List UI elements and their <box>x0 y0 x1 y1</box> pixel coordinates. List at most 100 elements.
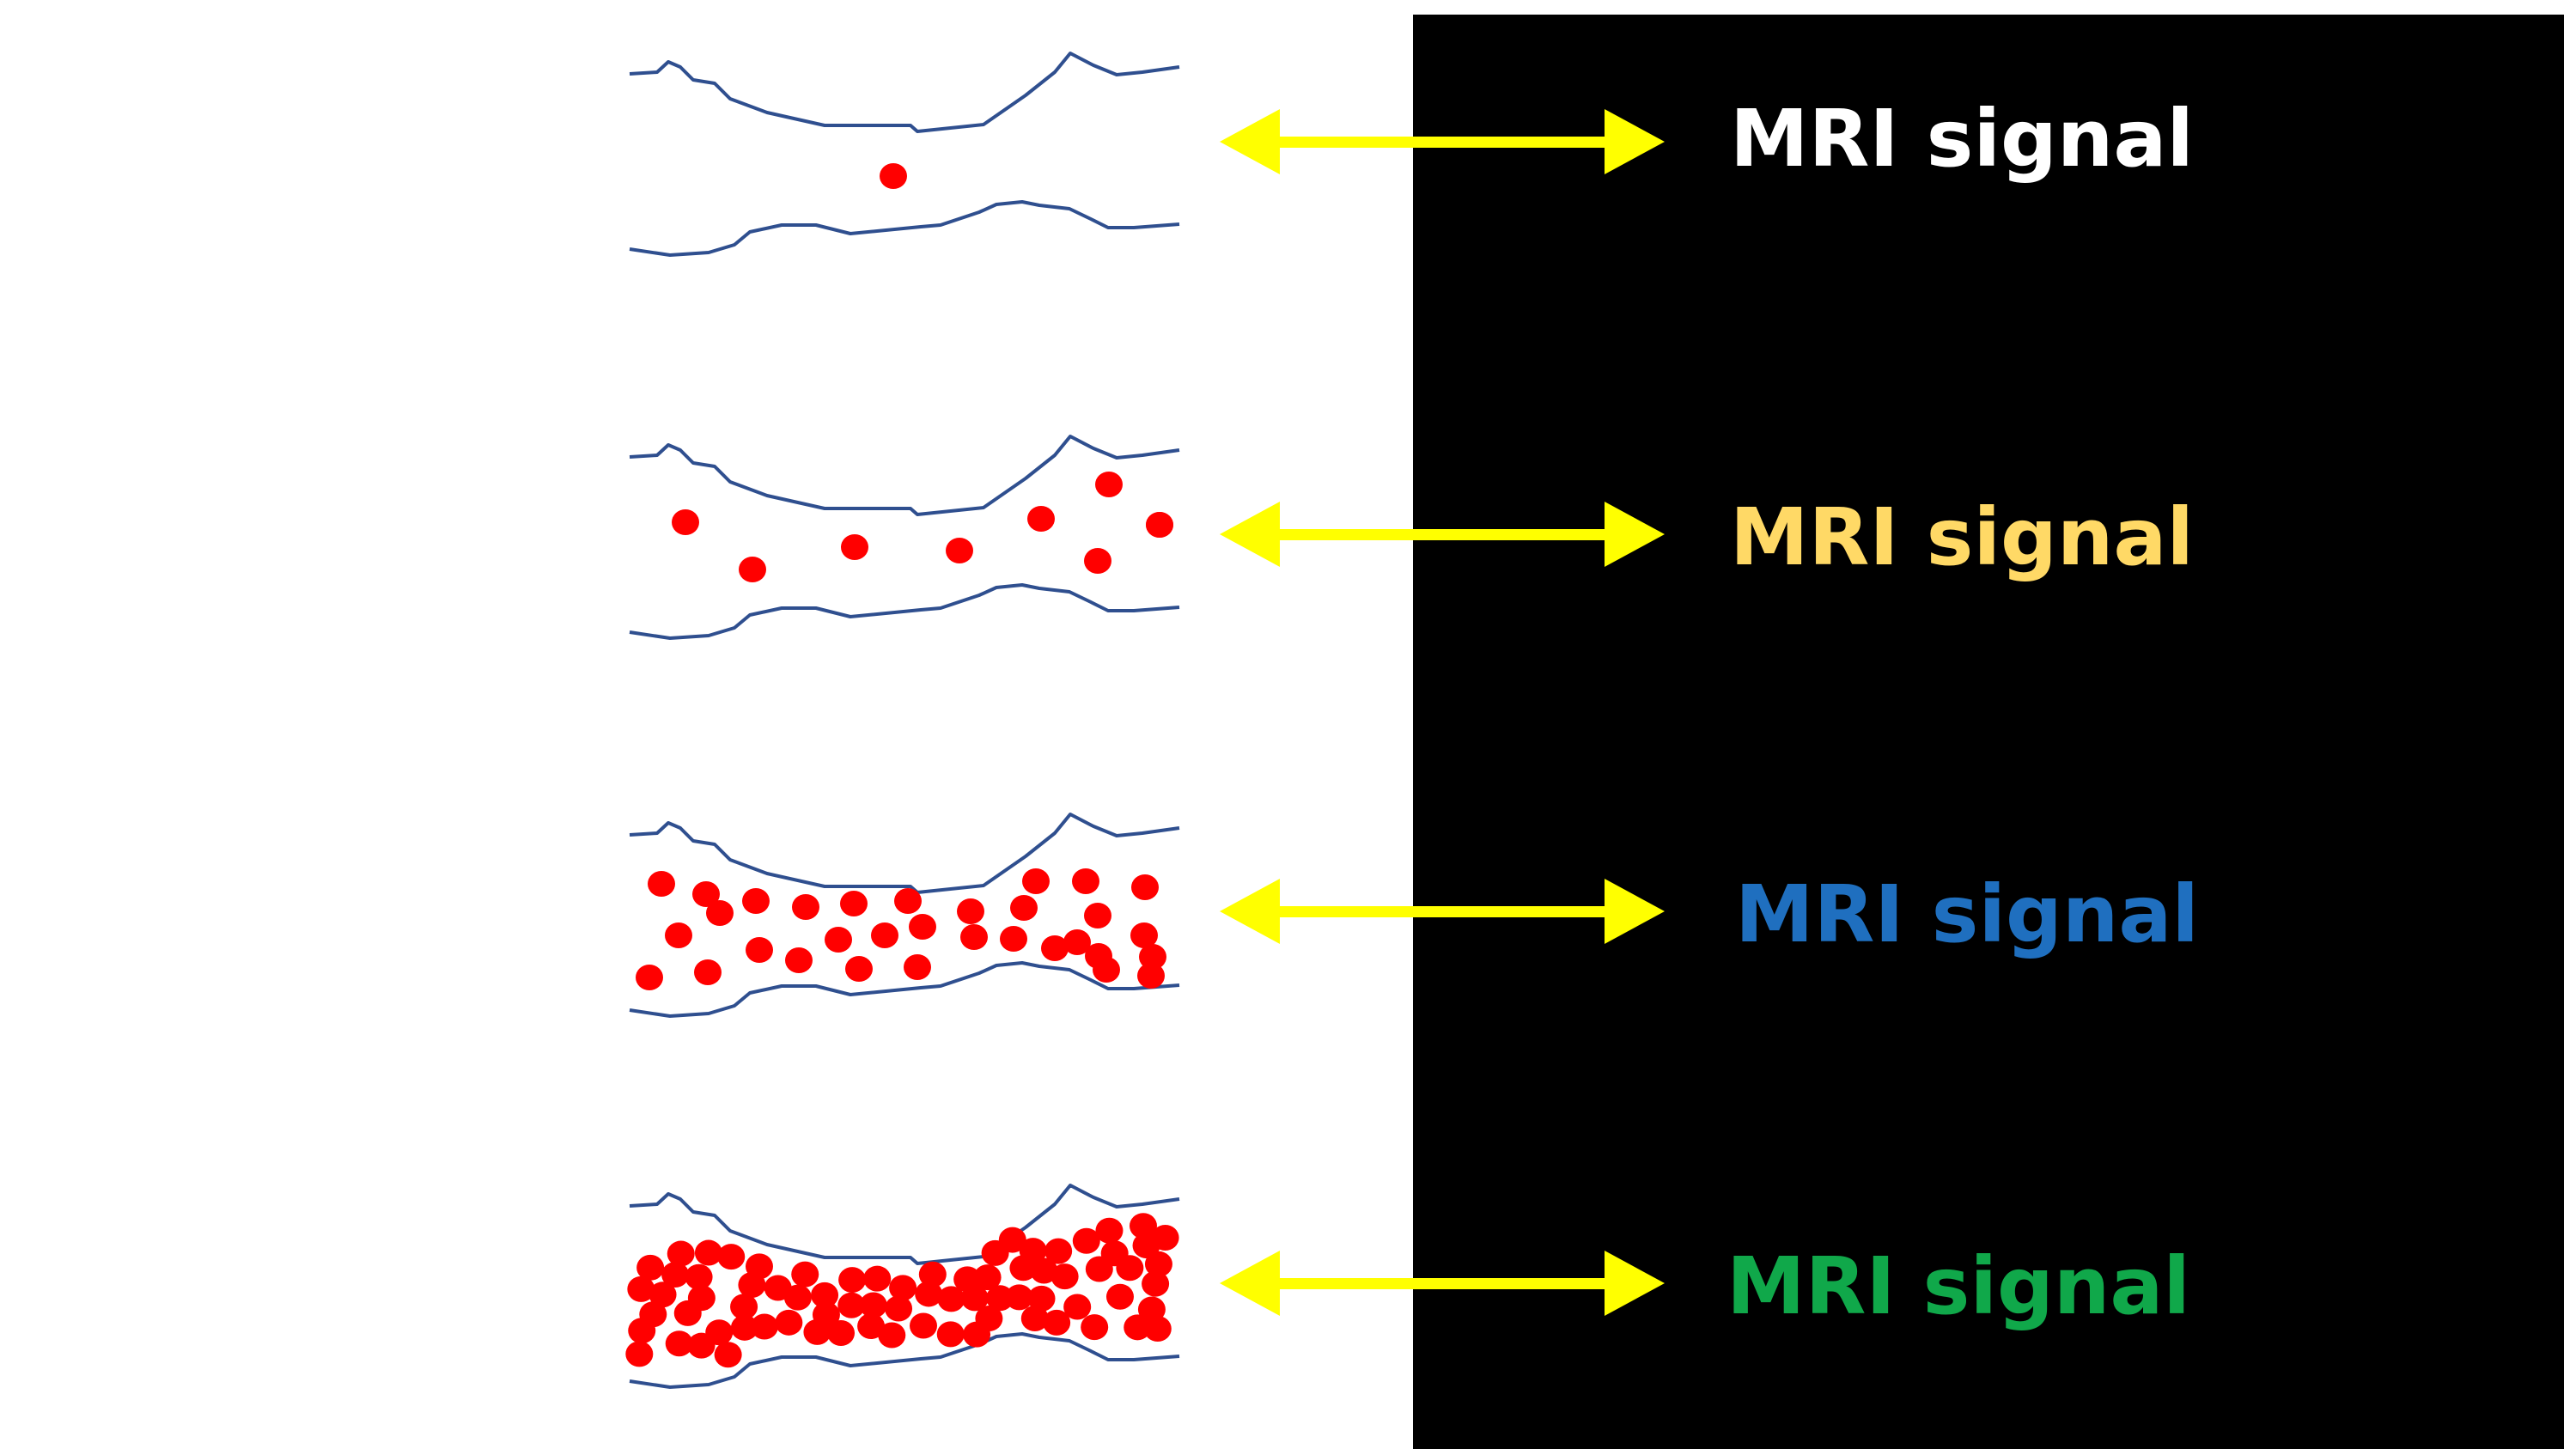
red-particle <box>1130 922 1158 948</box>
red-particle <box>1020 1305 1049 1331</box>
arrow-head-right <box>1605 502 1665 567</box>
red-particle <box>1146 512 1173 538</box>
red-particle <box>1084 548 1111 574</box>
red-particle <box>692 881 720 907</box>
red-particle <box>783 1284 812 1311</box>
red-particle <box>1085 1256 1113 1282</box>
red-particle <box>1050 1263 1079 1290</box>
arrow-shaft <box>1270 529 1623 540</box>
red-particle <box>1105 1283 1134 1310</box>
red-particle <box>1116 1255 1144 1282</box>
red-particle <box>963 1321 991 1348</box>
red-particle <box>687 1332 716 1359</box>
vessel-top-wall <box>629 1184 1180 1265</box>
red-particle <box>863 1265 892 1292</box>
red-particle <box>791 1261 819 1288</box>
red-particle <box>739 557 766 582</box>
red-particle <box>785 947 813 973</box>
red-particle <box>918 1261 947 1288</box>
arrow-head-left <box>1220 879 1280 944</box>
red-particle <box>750 1313 778 1340</box>
red-particle <box>665 922 692 948</box>
vessel-top-wall <box>629 435 1180 516</box>
red-particle <box>648 871 675 897</box>
red-particle <box>1137 963 1165 989</box>
red-particle <box>859 1292 887 1318</box>
red-particle <box>649 1282 677 1308</box>
red-particle <box>1063 1294 1092 1320</box>
arrow-head-left <box>1220 1251 1280 1316</box>
vessel-bottom-wall <box>629 961 1180 1018</box>
arrow-shaft <box>1270 1278 1623 1289</box>
red-particle <box>1022 868 1050 894</box>
particle-group <box>636 868 1166 990</box>
red-particle <box>915 1281 943 1307</box>
red-particle <box>973 1264 1002 1291</box>
red-particle <box>1131 874 1159 900</box>
particle-group <box>625 1213 1179 1368</box>
row-2: MRI signal <box>629 813 2199 1018</box>
red-particle <box>845 956 873 982</box>
red-particle <box>857 1313 886 1340</box>
red-particle <box>706 900 734 926</box>
red-particle <box>667 1240 695 1267</box>
particle-group <box>880 163 907 189</box>
particle-group <box>672 472 1173 582</box>
red-particle <box>986 1285 1014 1312</box>
vessel-top-wall <box>629 52 1180 133</box>
mri-signal-label: MRI signal <box>1735 868 2199 960</box>
arrow-head-left <box>1220 109 1280 174</box>
red-particle <box>885 1295 913 1322</box>
red-particle <box>636 965 663 990</box>
red-particle <box>957 898 984 924</box>
vessel-bottom-wall <box>629 583 1180 640</box>
red-particle <box>1027 1285 1056 1312</box>
red-particle <box>937 1286 965 1312</box>
red-particle <box>827 1320 856 1347</box>
arrow-head-right <box>1605 1251 1665 1316</box>
red-particle <box>1144 1251 1172 1277</box>
double-arrow <box>1220 502 1665 567</box>
red-particle <box>1124 1314 1152 1341</box>
red-particle <box>730 1314 758 1341</box>
row-0: MRI signal <box>629 52 2194 257</box>
arrow-shaft <box>1270 906 1623 917</box>
double-arrow <box>1220 879 1665 944</box>
red-particle <box>746 937 773 963</box>
red-particle <box>812 1301 840 1328</box>
arrow-head-left <box>1220 502 1280 567</box>
red-particle <box>1027 506 1055 532</box>
red-particle <box>825 927 852 953</box>
red-particle <box>661 1262 690 1288</box>
red-particle <box>878 1322 906 1349</box>
vessel-top-wall <box>629 813 1180 894</box>
red-particle <box>1081 1314 1109 1341</box>
red-particle <box>841 534 868 560</box>
red-particle <box>946 538 973 563</box>
red-particle <box>904 954 931 980</box>
red-particle <box>909 914 936 940</box>
double-arrow <box>1220 1251 1665 1316</box>
red-particle <box>1072 1227 1100 1254</box>
red-particle <box>837 1292 866 1318</box>
row-1: MRI signal <box>629 435 2194 640</box>
red-particle <box>673 1300 702 1326</box>
mri-signal-label: MRI signal <box>1726 1240 2190 1332</box>
red-particle <box>694 1239 722 1266</box>
red-particle <box>1043 1309 1071 1336</box>
red-particle <box>1000 926 1027 952</box>
red-particle <box>1009 1255 1038 1282</box>
red-particle <box>730 1294 758 1320</box>
red-particle <box>1041 935 1069 961</box>
red-particle <box>1093 957 1120 983</box>
red-particle <box>910 1312 938 1339</box>
red-particle <box>998 1227 1026 1253</box>
red-particle <box>936 1321 965 1348</box>
red-particle <box>714 1342 742 1368</box>
red-particle <box>742 888 770 914</box>
double-arrow <box>1220 109 1665 174</box>
red-particle <box>871 922 898 948</box>
red-particle <box>775 1309 803 1336</box>
red-particle <box>636 1254 665 1281</box>
